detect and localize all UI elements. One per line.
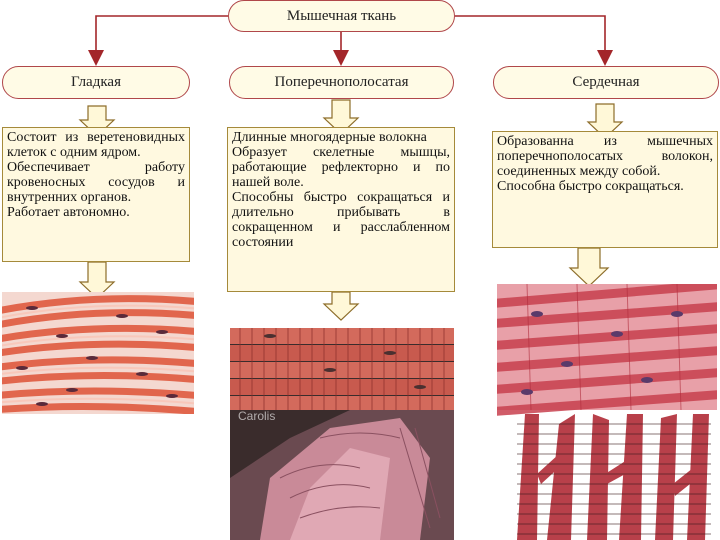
category-smooth: Гладкая [2,66,190,99]
category-cardiac: Сердечная [493,66,719,99]
desc-line: Способна быстро сокращаться. [497,179,684,194]
block-arrow-striated-bottom [322,291,360,321]
desc-line: Длинные многоядерные волокна [232,130,427,145]
desc-line: Способны быстро сокращаться и длительно … [232,190,450,250]
category-striated: Поперечнополосатая [229,66,454,99]
desc-line: Работает автономно. [7,205,130,220]
desc-line: Состоит из веретеновидных клеток с одним… [7,130,185,160]
description-cardiac: Образованна из мышечных поперечнополосат… [492,131,718,248]
block-arrow-cardiac-bottom [568,247,610,287]
striated-muscle-image: Carolis [230,328,454,540]
desc-line: Образованна из мышечных поперечнополосат… [497,134,713,179]
cardiac-muscle-image [497,284,717,540]
description-striated: Длинные многоядерные волокна Образует ск… [227,127,455,292]
description-smooth: Состоит из веретеновидных клеток с одним… [2,127,190,262]
arrow-to-smooth [88,15,228,66]
arrow-to-cardiac [455,15,613,66]
image-watermark: Carolis [238,409,275,423]
root-title: Мышечная ткань [228,0,455,32]
desc-line: Образует скелетные мышцы, работающие реф… [232,145,450,190]
desc-line: Обеспечивает работу кровеносных сосудов … [7,160,185,205]
smooth-muscle-image [2,292,194,414]
